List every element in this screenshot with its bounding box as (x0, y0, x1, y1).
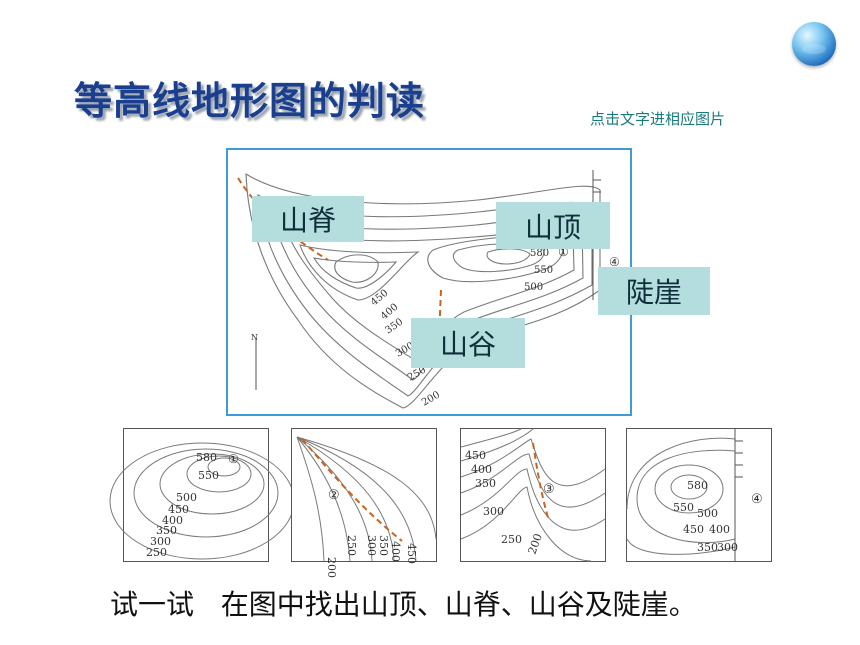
contour-value-label: 300 (483, 505, 504, 518)
contour-value-label: 400 (162, 514, 183, 527)
contour-value-label: 500 (524, 282, 543, 293)
contour-value-label: 300 (365, 535, 378, 556)
contour-value-label: 450 (168, 503, 189, 516)
contour-value-label: ② (328, 488, 340, 503)
label-valley[interactable]: 山谷 (411, 318, 525, 368)
contour-value-label: 450 (369, 288, 391, 309)
contour-value-label: 500 (697, 507, 718, 520)
contour-value-label: 400 (471, 463, 492, 476)
thumb-valley-contours: 450 400 350 300 250 200 ③ (460, 428, 606, 562)
contour-value-label: 300 (717, 541, 738, 554)
contour-value-label: ③ (543, 482, 555, 497)
exercise-caption: 试一试 在图中找出山顶、山脊、山谷及陡崖。 (110, 583, 697, 623)
thumb-ridge[interactable]: ② 200 250 300 350 400 450 (291, 428, 437, 578)
label-cliff[interactable]: 陡崖 (598, 267, 710, 315)
thumb-ridge-contours: ② 200 250 300 350 400 450 (296, 436, 437, 578)
contour-lines: N 450 400 350 300 250 200 580 550 500 ① … (237, 170, 620, 409)
contour-value-label: 450 (465, 449, 486, 462)
contour-value-label: ① (558, 245, 569, 259)
contour-value-label: 350 (475, 477, 496, 490)
hint-link[interactable]: 点击文字进相应图片 (590, 110, 726, 128)
contour-value-label: ④ (609, 255, 620, 269)
thumb-peak[interactable]: 580 ① 550 500 450 400 350 300 250 (109, 428, 295, 562)
contour-value-label: 250 (501, 533, 522, 546)
contour-value-label: 350 (377, 535, 390, 556)
contour-value-label: 580 (196, 451, 217, 464)
main-contour-map: N 450 400 350 300 250 200 580 550 500 ① … (226, 148, 710, 416)
contour-value-label: 200 (325, 557, 338, 578)
contour-value-label: 200 (526, 532, 545, 556)
label-ridge[interactable]: 山脊 (252, 196, 364, 242)
thumb-peak-contours: 580 ① 550 500 450 400 350 300 250 (109, 442, 295, 560)
contour-value-label: 250 (345, 535, 358, 556)
contour-value-label: 350 (156, 524, 177, 537)
contour-value-label: 200 (420, 390, 442, 409)
contour-value-label: 550 (198, 469, 219, 482)
contour-value-label: 450 (405, 543, 418, 564)
contour-value-label: 580 (530, 248, 549, 259)
contour-value-label: 300 (150, 535, 171, 548)
contour-value-label: 400 (389, 541, 402, 562)
contour-value-label: 450 (683, 523, 704, 536)
thumb-cliff-contours: 580 550 500 450 400 350 300 ④ (626, 429, 763, 561)
contour-value-label: 350 (697, 541, 718, 554)
contour-value-label: 500 (176, 491, 197, 504)
caption-text: 在图中找出山顶、山脊、山谷及陡崖。 (220, 588, 697, 621)
contour-value-label: 550 (673, 501, 694, 514)
contour-value-label: 580 (687, 479, 708, 492)
globe-icon (792, 22, 836, 66)
contour-value-label: 550 (534, 265, 553, 276)
page-title: 等高线地形图的判读 (74, 79, 426, 123)
north-label: N (251, 333, 258, 342)
contour-value-label: 400 (709, 523, 730, 536)
thumb-valley[interactable]: 450 400 350 300 250 200 ③ (460, 428, 606, 562)
caption-prefix: 试一试 (110, 588, 195, 621)
contour-value-label: 250 (146, 546, 167, 559)
label-peak[interactable]: 山顶 (496, 202, 610, 249)
thumb-cliff[interactable]: 580 550 500 450 400 350 300 ④ (626, 428, 772, 562)
contour-value-label: ① (228, 452, 239, 466)
contour-value-label: ④ (751, 492, 763, 507)
